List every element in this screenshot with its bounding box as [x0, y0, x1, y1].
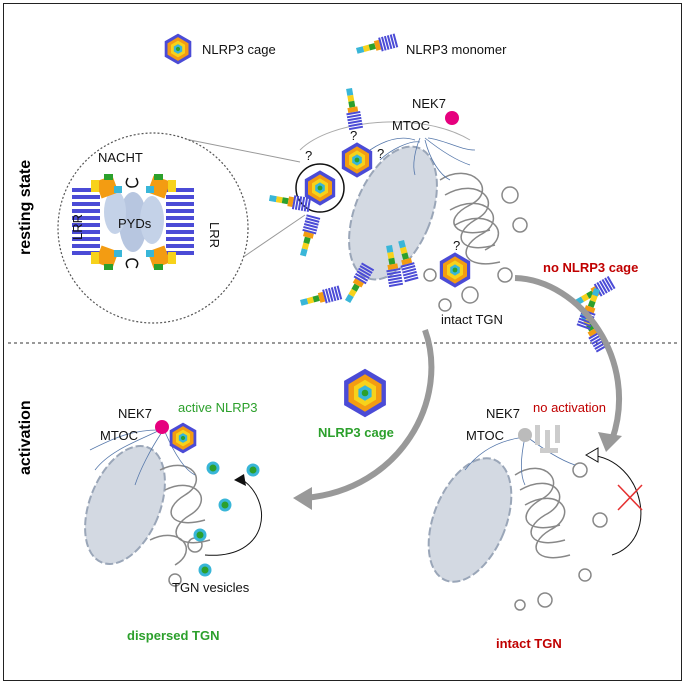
legend-cage-label: NLRP3 cage	[202, 42, 276, 57]
cycle-arrow-left-head	[234, 474, 246, 486]
zoom-pyds-label: PYDs	[118, 216, 152, 231]
act-left-mtoc-label: MTOC	[100, 428, 138, 443]
question-1: ?	[305, 148, 312, 163]
act-left-vesicles-label: TGN vesicles	[172, 580, 250, 595]
block-cross	[617, 484, 643, 511]
act-right-intact-label: intact TGN	[496, 636, 562, 651]
act-left-active-label: active NLRP3	[178, 400, 257, 415]
activation-left-cell	[84, 420, 211, 587]
act-right-nek7-label: NEK7	[486, 406, 520, 421]
act-left-dispersed-label: dispersed TGN	[127, 628, 219, 643]
zoom-inset	[57, 132, 306, 324]
active-cage-icon	[169, 422, 197, 454]
center-cage-icon	[344, 368, 386, 418]
monomer-icon	[342, 87, 364, 131]
no-cage-label: no NLRP3 cage	[543, 260, 638, 275]
legend-cage-icon	[164, 33, 192, 65]
resting-mtoc-label: MTOC	[392, 118, 430, 133]
cycle-arrow-left	[204, 477, 262, 556]
tgn-vesicles	[193, 461, 260, 577]
highlight-circle	[295, 163, 345, 213]
act-right-no-activation-label: no activation	[533, 400, 606, 415]
arrow-head-left	[293, 487, 312, 510]
transition-arrows	[304, 275, 623, 501]
act-right-mtoc-label: MTOC	[466, 428, 504, 443]
resting-cage-2-icon	[341, 142, 373, 178]
resting-cell	[299, 111, 528, 312]
resting-cage-3-icon	[439, 252, 471, 288]
row-label-resting: resting state	[17, 160, 34, 255]
monomer-icon	[268, 191, 312, 212]
activation-right-cell	[427, 425, 608, 611]
zoom-nacht-label: NACHT	[98, 150, 143, 165]
act-left-nek7-label: NEK7	[118, 406, 152, 421]
question-3: ?	[377, 146, 384, 161]
monomer-icon	[296, 214, 321, 258]
figure-frame	[3, 3, 682, 681]
legend-monomer-icon	[354, 33, 399, 58]
row-label-activation: activation	[17, 400, 34, 475]
resting-nek7-label: NEK7	[412, 96, 446, 111]
zoom-lrr-right-label: LRR	[207, 222, 222, 248]
center-cage-label: NLRP3 cage	[318, 425, 394, 440]
cycle-arrow-right-head	[585, 447, 599, 463]
resting-intact-tgn-label: intact TGN	[441, 312, 503, 327]
zoom-lrr-left-label: LRR	[70, 214, 85, 240]
monomer-icon	[298, 285, 343, 310]
question-2: ?	[350, 128, 357, 143]
cycle-arrow-right	[589, 454, 642, 556]
legend-monomer-label: NLRP3 monomer	[406, 42, 507, 57]
question-4: ?	[453, 238, 460, 253]
arrow-head-right	[598, 432, 622, 452]
